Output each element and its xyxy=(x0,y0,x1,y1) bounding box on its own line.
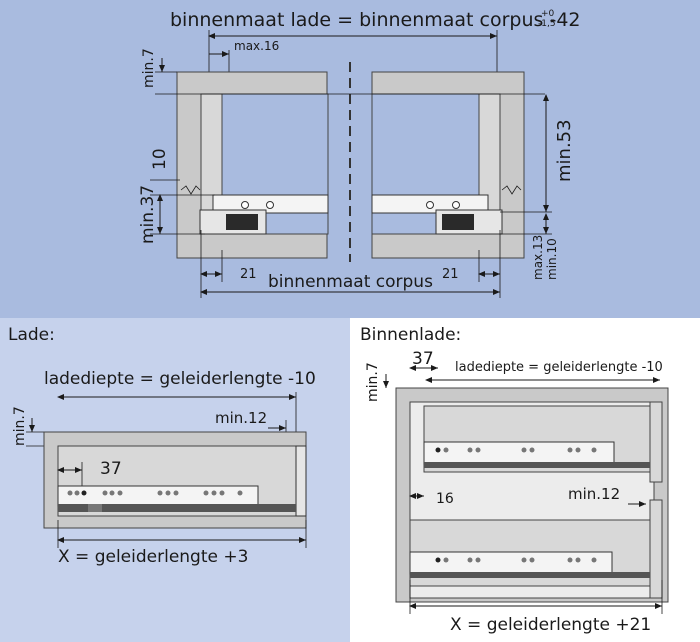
right21-label: 21 xyxy=(442,267,459,282)
lade-37-label: 37 xyxy=(100,459,122,479)
hole-icon xyxy=(529,447,535,453)
hole-icon xyxy=(443,447,449,453)
lade-title: Lade: xyxy=(8,325,55,345)
min53-label: min.53 xyxy=(554,119,575,182)
binnenlade-title: Binnenlade: xyxy=(360,325,461,345)
hole-icon xyxy=(575,447,581,453)
top-cross-section: binnenmaat lade = binnenmaat corpus -42 … xyxy=(138,9,581,298)
lade-lock xyxy=(88,504,102,512)
screw-icon xyxy=(241,201,249,209)
hole-icon xyxy=(475,447,481,453)
binnenlade-x-formula: X = geleiderlengte +21 xyxy=(450,615,651,635)
dim10-label: 10 xyxy=(150,148,170,170)
hole-icon xyxy=(521,557,527,563)
hole-icon xyxy=(157,490,163,496)
hole-icon xyxy=(102,490,108,496)
hole-icon xyxy=(173,490,179,496)
lower-runner xyxy=(409,551,613,575)
hole-icon xyxy=(475,557,481,563)
hole-icon xyxy=(219,490,225,496)
hole-icon xyxy=(435,557,441,563)
lade-runner xyxy=(57,485,259,507)
max13-label: max.13 xyxy=(531,235,545,280)
binnenlade-min12-label: min.12 xyxy=(568,485,620,503)
hole-icon xyxy=(211,490,217,496)
binnenlade-depth-formula: ladediepte = geleiderlengte -10 xyxy=(455,360,663,375)
lower-front xyxy=(649,499,663,599)
min10-label: min.10 xyxy=(545,238,559,280)
upper-rail xyxy=(424,462,650,468)
hole-icon xyxy=(74,490,80,496)
lade-x-formula: X = geleiderlengte +3 xyxy=(58,547,248,567)
hole-icon xyxy=(117,490,123,496)
hole-icon xyxy=(443,557,449,563)
hole-icon xyxy=(435,447,441,453)
lade-section: Lade: ladediepte = geleiderlengte -10 mi… xyxy=(8,325,316,567)
hole-icon xyxy=(591,557,597,563)
upper-front xyxy=(649,401,663,483)
hole-icon xyxy=(575,557,581,563)
screw-icon xyxy=(452,201,460,209)
binnenlade-section: Binnenlade: min.7 37 ladediepte = geleid… xyxy=(360,325,669,635)
lade-rail xyxy=(58,504,296,512)
hole-icon xyxy=(529,557,535,563)
lade-min12-label: min.12 xyxy=(215,409,267,427)
hole-icon xyxy=(203,490,209,496)
runner-lock xyxy=(442,214,474,230)
hole-icon xyxy=(467,447,473,453)
hole-icon xyxy=(521,447,527,453)
formula-drawer-width: binnenmaat lade = binnenmaat corpus -42 xyxy=(170,9,581,31)
binnenlade-min7-label: min.7 xyxy=(365,362,381,402)
binnenlade-16-label: 16 xyxy=(436,491,454,507)
lade-depth-formula: ladediepte = geleiderlengte -10 xyxy=(44,369,316,389)
tolerance-minus: -1,5 xyxy=(538,19,556,29)
upper-runner xyxy=(423,441,615,465)
min7-label: min.7 xyxy=(141,48,157,88)
lade-front xyxy=(295,445,307,517)
max16-label: max.16 xyxy=(234,39,279,53)
hole-icon xyxy=(591,447,597,453)
wood-screw-icon xyxy=(501,185,522,195)
tolerance-plus: +0 xyxy=(541,9,555,19)
runner-lock xyxy=(226,214,258,230)
min37-label: min.37 xyxy=(138,185,158,244)
hole-icon xyxy=(237,490,243,496)
runner-right xyxy=(426,185,522,235)
hole-icon xyxy=(567,557,573,563)
hole-icon xyxy=(165,490,171,496)
runner-left xyxy=(180,185,274,235)
hole-icon xyxy=(567,447,573,453)
corpus-label: binnenmaat corpus xyxy=(268,272,433,292)
hole-icon xyxy=(81,490,87,496)
lower-rail xyxy=(410,572,650,578)
wood-screw-icon xyxy=(180,185,201,195)
lade-min7-label: min.7 xyxy=(12,406,28,446)
hole-icon xyxy=(109,490,115,496)
left21-label: 21 xyxy=(240,267,257,282)
screw-icon xyxy=(426,201,434,209)
hole-icon xyxy=(467,557,473,563)
hole-icon xyxy=(67,490,73,496)
binnenlade-37-label: 37 xyxy=(412,349,434,369)
screw-icon xyxy=(266,201,274,209)
